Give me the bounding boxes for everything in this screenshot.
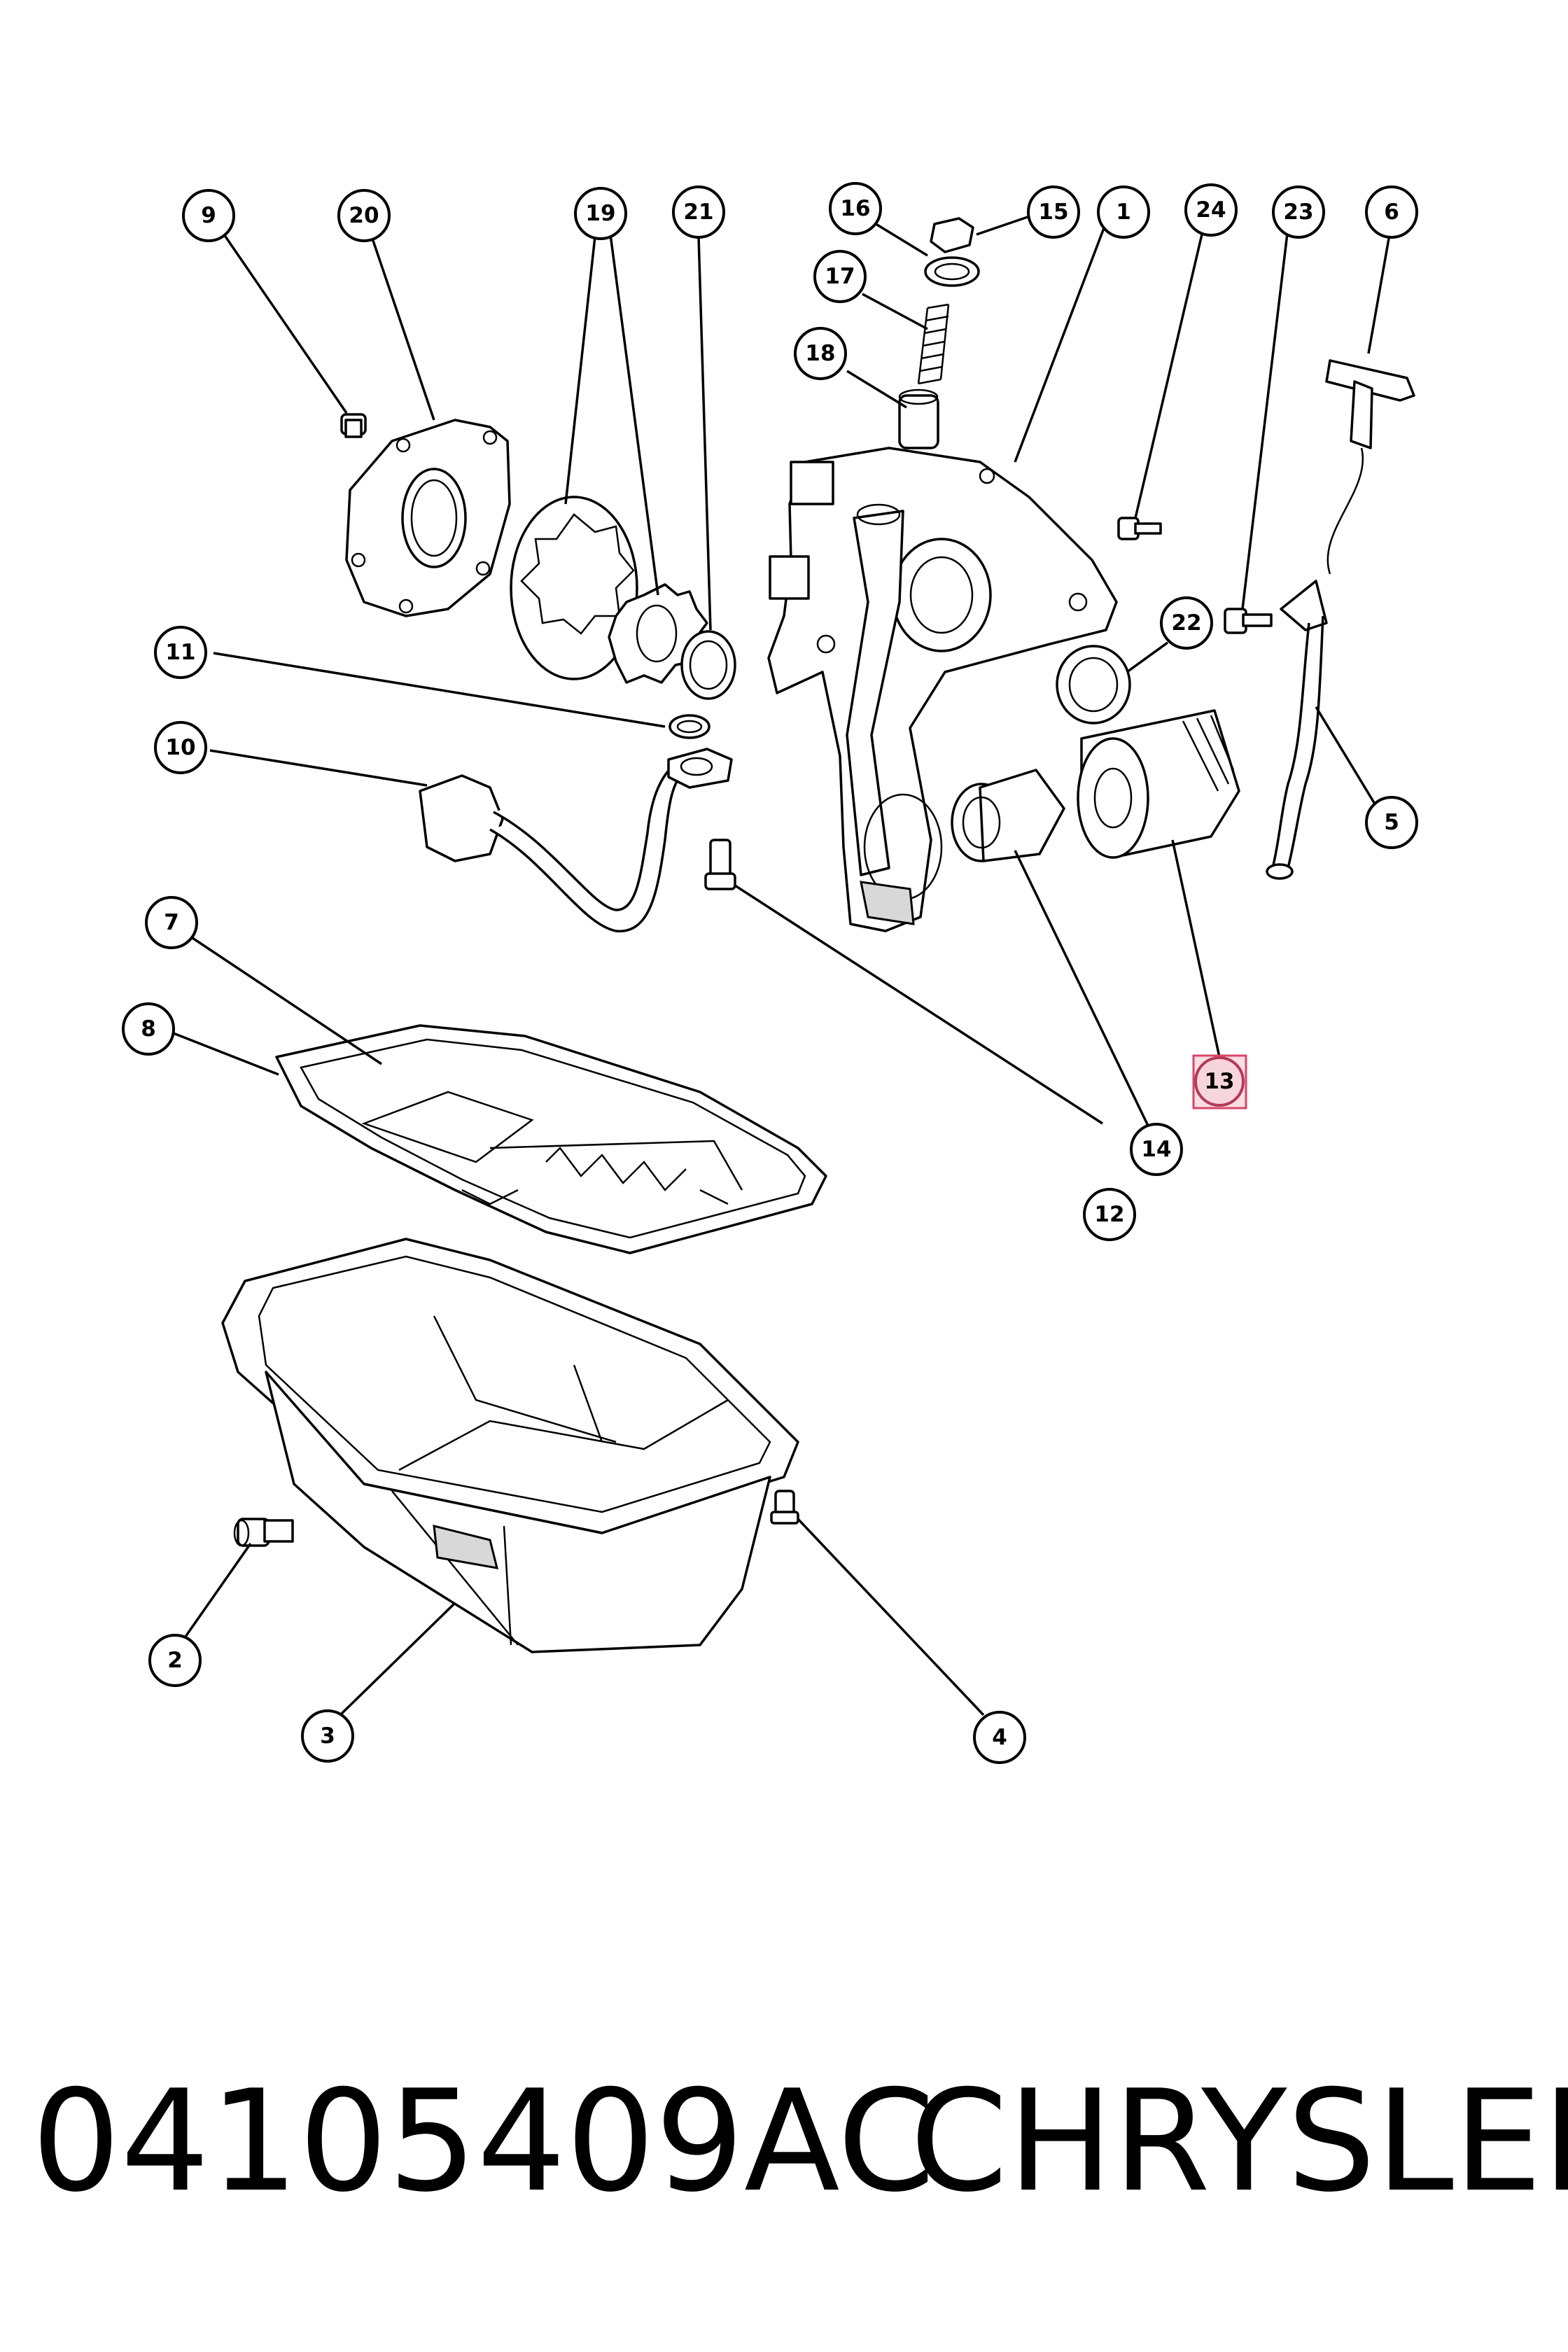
svg-text:12: 12: [1094, 1202, 1124, 1227]
part-1-oil-pump-body: [767, 447, 1118, 932]
svg-text:19: 19: [585, 201, 615, 226]
svg-text:21: 21: [683, 200, 713, 225]
svg-text:24: 24: [1196, 197, 1226, 223]
part-12-bolt: [704, 839, 736, 890]
callout-4[interactable]: 4: [973, 1711, 1026, 1764]
part-number-caption: 04105409AC: [31, 2060, 935, 2223]
part-6-dipstick: [1325, 359, 1415, 575]
part-17-spring: [917, 303, 950, 385]
svg-text:9: 9: [201, 203, 216, 228]
part-21-seal: [680, 630, 736, 700]
part-13-oil-filter: [1077, 709, 1240, 859]
callout-19[interactable]: 19: [574, 187, 627, 240]
svg-text:15: 15: [1038, 200, 1068, 225]
leader-lines: [171, 216, 1391, 1716]
svg-text:23: 23: [1283, 200, 1313, 225]
part-22-seal: [1056, 645, 1131, 724]
part-3-oil-pan: [221, 1238, 799, 1653]
svg-text:16: 16: [840, 196, 870, 221]
part-23-bolt: [1224, 608, 1273, 634]
svg-text:3: 3: [320, 1723, 335, 1749]
svg-text:6: 6: [1384, 200, 1399, 225]
svg-text:11: 11: [165, 640, 195, 665]
callout-12[interactable]: 12: [1083, 1188, 1136, 1241]
svg-text:8: 8: [141, 1016, 156, 1042]
callout-11[interactable]: 11: [154, 626, 207, 679]
callout-9[interactable]: 9: [182, 189, 235, 242]
callout-10[interactable]: 10: [154, 721, 207, 774]
part-24-bolt: [1117, 517, 1162, 540]
part-7-8-pan-gasket: [275, 1024, 827, 1254]
svg-text:4: 4: [992, 1725, 1007, 1750]
svg-text:22: 22: [1171, 610, 1201, 636]
callout-8[interactable]: 8: [122, 1002, 175, 1056]
callout-15[interactable]: 15: [1027, 186, 1080, 239]
callout-17[interactable]: 17: [813, 250, 867, 303]
svg-text:17: 17: [825, 264, 855, 289]
brand-caption: CHRYSLER: [910, 2060, 1568, 2223]
callout-14[interactable]: 14: [1130, 1123, 1183, 1176]
callout-20[interactable]: 20: [337, 189, 391, 242]
callout-13[interactable]: 13: [1194, 1056, 1245, 1107]
callout-5[interactable]: 5: [1365, 796, 1418, 849]
callout-24[interactable]: 24: [1184, 183, 1238, 237]
callout-7[interactable]: 7: [145, 896, 198, 949]
svg-text:2: 2: [167, 1648, 183, 1673]
part-4-bolt: [770, 1490, 799, 1525]
part-19-outer-rotor: [510, 496, 638, 680]
svg-text:10: 10: [165, 735, 195, 760]
svg-text:14: 14: [1141, 1137, 1171, 1162]
callout-23[interactable]: 23: [1272, 186, 1325, 239]
callout-18[interactable]: 18: [794, 327, 847, 380]
part-11-o-ring: [668, 714, 710, 739]
callout-1[interactable]: 1: [1097, 186, 1150, 239]
callout-2[interactable]: 2: [148, 1634, 202, 1687]
svg-text:20: 20: [349, 203, 379, 228]
part-5-dipstick-tube: [1266, 580, 1328, 880]
svg-text:18: 18: [805, 341, 835, 366]
part-16-plug: [924, 217, 980, 287]
part-9-bolt: [340, 413, 367, 438]
part-14-adapter: [951, 769, 1065, 862]
svg-text:7: 7: [164, 910, 179, 935]
callout-16[interactable]: 16: [829, 182, 882, 235]
part-10-oil-pickup: [419, 748, 733, 932]
callout-6[interactable]: 6: [1365, 186, 1418, 239]
part-2-drain-plug: [233, 1518, 294, 1547]
svg-text:13: 13: [1204, 1069, 1234, 1094]
part-20-cover-plate: [345, 419, 511, 617]
callout-21[interactable]: 21: [672, 186, 725, 239]
callout-22[interactable]: 22: [1160, 596, 1213, 650]
svg-text:1: 1: [1116, 200, 1131, 225]
callout-3[interactable]: 3: [301, 1709, 354, 1763]
part-18-valve: [898, 388, 939, 449]
svg-text:5: 5: [1384, 810, 1399, 835]
